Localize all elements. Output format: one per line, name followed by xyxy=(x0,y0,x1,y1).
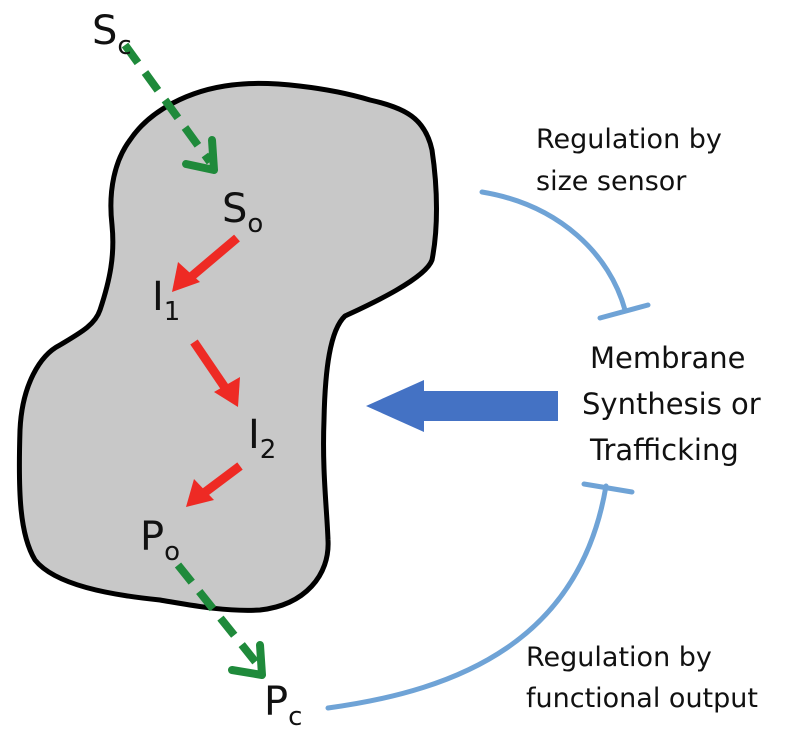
functional-output-label-line2: functional output xyxy=(526,683,758,714)
node-pc: Pc xyxy=(264,679,302,732)
processing-arrow-so-i1 xyxy=(172,234,240,292)
node-po: Po xyxy=(140,514,180,567)
size-sensor-regulation-line xyxy=(479,189,651,321)
functional-output-regulation-line xyxy=(325,481,635,711)
cargo-exit-arrow xyxy=(174,562,266,679)
node-sc: Sc xyxy=(92,8,132,61)
membrane-input-arrow xyxy=(366,380,558,432)
compartment-shape xyxy=(16,81,439,613)
node-i1: I1 xyxy=(152,274,180,327)
size-sensor-label-line1: Regulation by xyxy=(536,124,722,155)
cargo-entry-arrow xyxy=(121,42,218,174)
functional-output-label-line1: Regulation by xyxy=(526,642,712,673)
membrane-label-line1: Membrane xyxy=(590,341,745,375)
membrane-label-line3: Trafficking xyxy=(589,433,739,467)
processing-arrow-i2-po xyxy=(186,462,243,507)
membrane-label-line2: Synthesis or xyxy=(582,387,761,421)
size-sensor-label-line2: size sensor xyxy=(536,166,687,197)
node-so: So xyxy=(222,186,263,239)
processing-arrow-i1-i2 xyxy=(190,339,240,407)
node-i2: I2 xyxy=(248,412,276,465)
